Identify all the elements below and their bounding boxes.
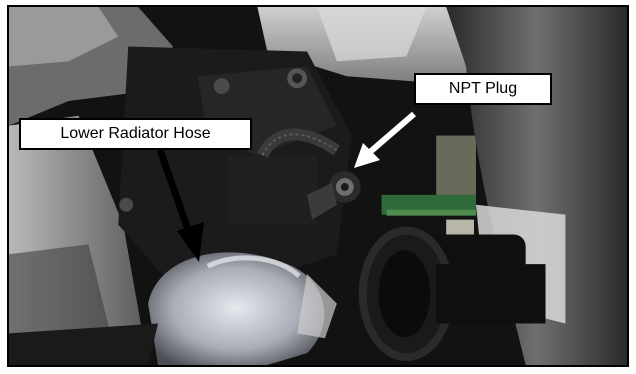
engine-photo-graphic: [9, 7, 627, 365]
npt-plug-label: NPT Plug: [414, 73, 552, 105]
lower-radiator-hose-label: Lower Radiator Hose: [19, 118, 252, 150]
engine-photo: [7, 5, 629, 367]
